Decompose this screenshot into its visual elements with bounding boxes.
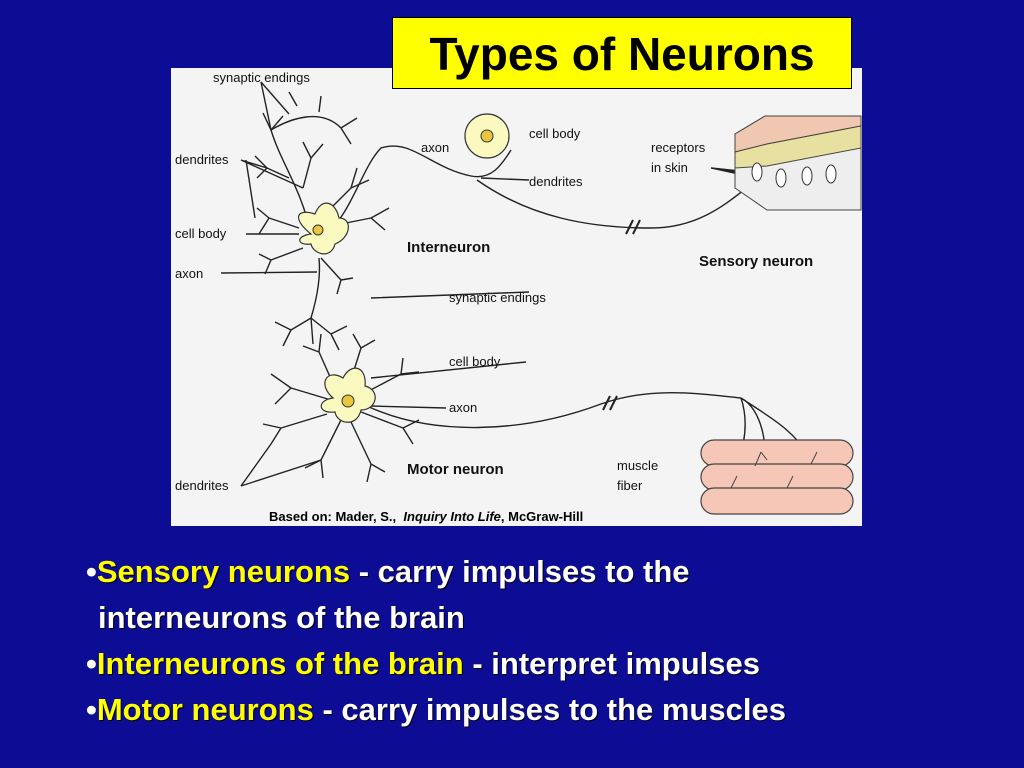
bullet-list: •Sensory neurons - carry impulses to the… xyxy=(86,549,786,733)
sensory-neuron-label: Sensory neuron xyxy=(699,253,814,270)
bullet-item: •Interneurons of the brain - interpret i… xyxy=(86,646,761,681)
axon-motor-label: axon xyxy=(449,400,478,415)
bullet-continuation: interneurons of the brain xyxy=(98,600,465,635)
in-skin-label: in skin xyxy=(651,160,688,175)
muscle-label: muscle xyxy=(617,458,659,473)
figure-caption: Based on: Mader, S., Inquiry Into Life, … xyxy=(269,509,584,524)
caption-book-title: Inquiry Into Life xyxy=(403,509,501,524)
cell-body-motor-label: cell body xyxy=(449,354,501,369)
cell-body-left-label: cell body xyxy=(175,226,227,241)
neuron-diagram: synaptic endings dendrites cell body axo… xyxy=(171,68,862,526)
synaptic-endings-mid-label: synaptic endings xyxy=(449,290,546,305)
slide-title: Types of Neurons xyxy=(392,17,852,89)
dendrites-motor-label: dendrites xyxy=(175,478,229,493)
bullet-item: •Motor neurons - carry impulses to the m… xyxy=(86,692,786,727)
cell-body-sensory-label: cell body xyxy=(529,126,581,141)
dendrites-left-label: dendrites xyxy=(175,152,229,167)
interneuron-label: Interneuron xyxy=(407,239,491,256)
neuron-illustration xyxy=(220,81,862,515)
fiber-label: fiber xyxy=(617,478,643,493)
receptors-label: receptors xyxy=(651,140,706,155)
synaptic-endings-top-label: synaptic endings xyxy=(213,70,310,85)
motor-neuron-label: Motor neuron xyxy=(407,461,504,478)
dendrites-sensory-label: dendrites xyxy=(529,174,583,189)
axon-inter-label: axon xyxy=(421,140,450,155)
bullet-item: •Sensory neurons - carry impulses to the xyxy=(86,554,690,589)
axon-left-label: axon xyxy=(175,266,204,281)
